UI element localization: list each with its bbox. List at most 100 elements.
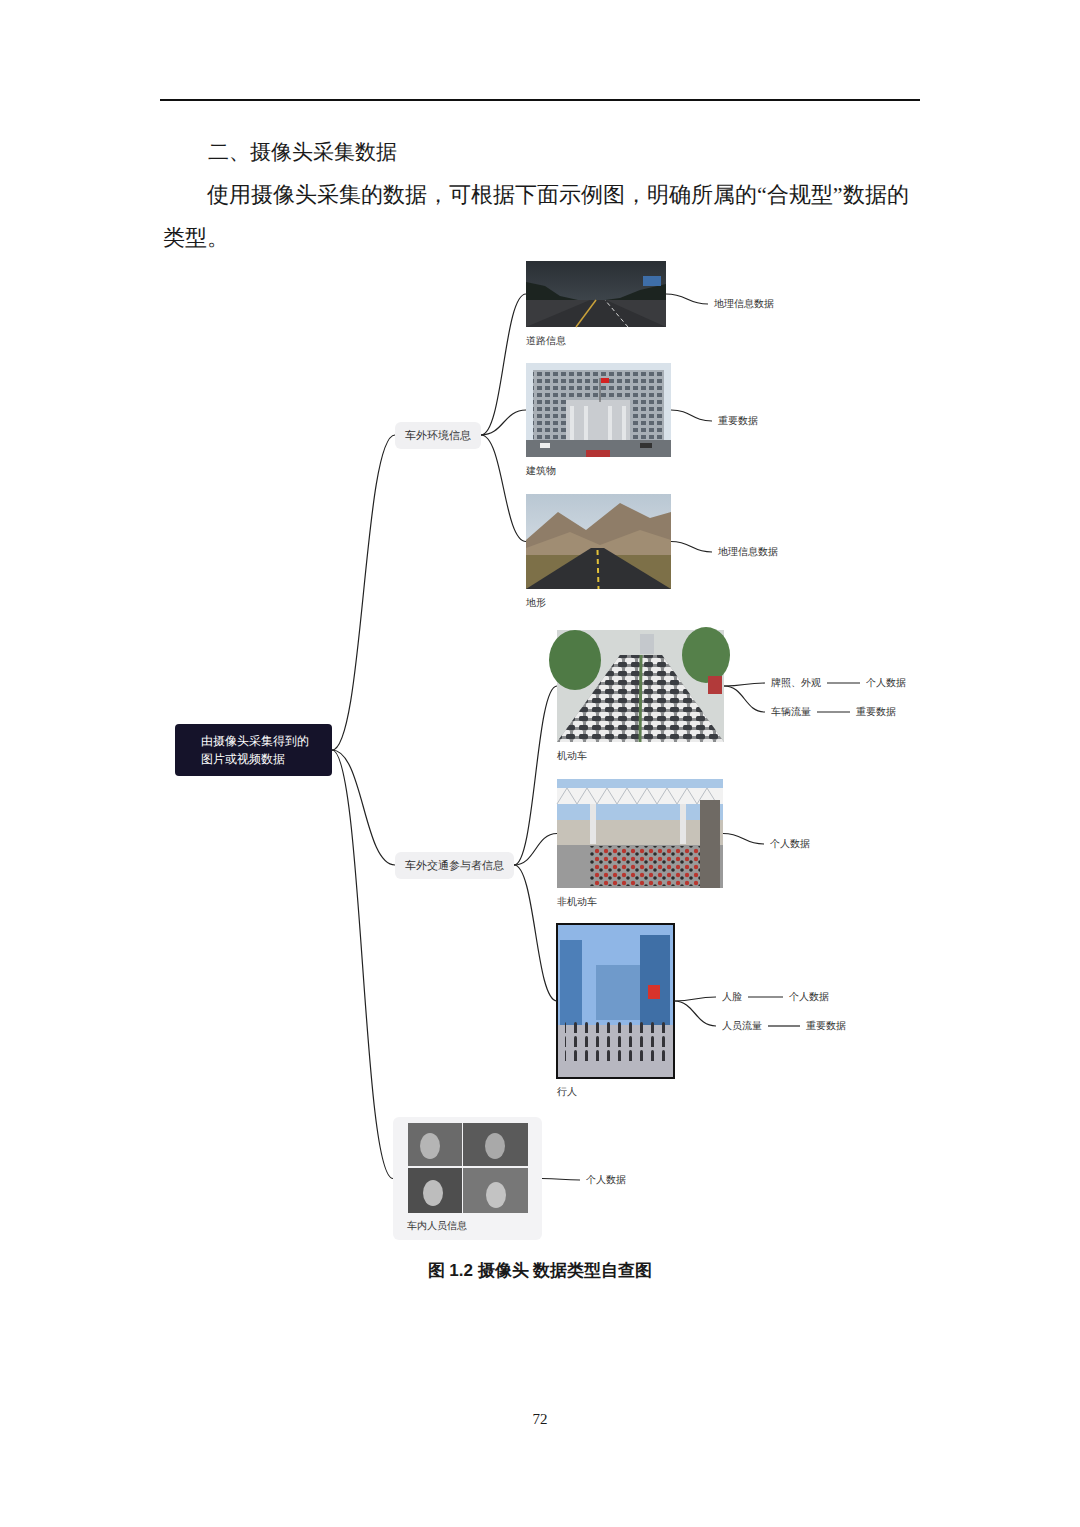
building-photo-part [600, 378, 601, 402]
cabin-panel-part [393, 1117, 542, 1240]
node-text: 个人数据 [586, 1173, 626, 1187]
terrain-photo-part [526, 548, 671, 589]
root-box: 由摄像头采集得到的 图片或视频数据 [175, 724, 332, 776]
branch-connector [724, 683, 765, 686]
branch-connector [332, 750, 393, 1179]
node-text: 车内人员信息 [407, 1219, 467, 1233]
bicycle-photo [557, 779, 723, 888]
building-photo-part [584, 406, 588, 440]
node-text: 地形 [526, 596, 546, 610]
cabin-panel-part [408, 1168, 462, 1213]
building-photo-part [608, 406, 612, 440]
node-text: 车外环境信息 [405, 428, 471, 443]
terrain-photo [526, 494, 671, 589]
branch-connector [514, 834, 557, 866]
cabin-panel-part [486, 1182, 506, 1208]
data-type-label: 人脸 [716, 988, 748, 1006]
building-photo-part [586, 450, 610, 457]
pedestrian-photo-part [565, 1020, 665, 1062]
terrain-photo-part [526, 494, 671, 589]
road-photo-part [526, 300, 666, 327]
bicycle-photo-part [557, 779, 723, 888]
node-text: 人员流量 [722, 1019, 762, 1033]
photo-node: 机动车 [557, 630, 724, 742]
node-text: 行人 [557, 1085, 577, 1099]
header-rule [160, 99, 920, 101]
node-text: 由摄像头采集得到的 图片或视频数据 [201, 732, 313, 768]
body-paragraph: 使用摄像头采集的数据，可根据下面示例图，明确所属的“合规型”数据的类型。 [163, 173, 925, 259]
bicycle-photo-part [680, 804, 686, 844]
branch-connector [674, 1001, 716, 1026]
node-text: 非机动车 [557, 895, 597, 909]
node-text: 个人数据 [789, 990, 829, 1004]
branch-connector [514, 686, 557, 865]
bicycle-photo-part [557, 788, 723, 804]
photo-node: 行人 [557, 924, 674, 1078]
node-text: 建筑物 [526, 464, 556, 478]
building-photo-part [640, 443, 652, 448]
data-type-label: 地理信息数据 [708, 295, 780, 313]
photo-node: 非机动车 [557, 779, 723, 888]
branch-connector [827, 682, 860, 683]
cabin-panel-part [420, 1133, 440, 1159]
traffic-photo-part [640, 655, 641, 742]
bicycle-photo-part [590, 804, 596, 844]
traffic-photo-part [640, 634, 654, 654]
figure-caption: 图 1.2 摄像头 数据类型自查图 [0, 1259, 1080, 1282]
branch-connector [481, 435, 526, 542]
data-type-label: 地理信息数据 [712, 543, 784, 561]
node-text: 地理信息数据 [718, 545, 778, 559]
cabin-panel-part [463, 1168, 528, 1213]
road-photo [526, 261, 666, 327]
cabin-panel-part [423, 1180, 443, 1206]
building-photo-part [622, 406, 626, 440]
road-photo-part [643, 276, 661, 286]
category-pill: 车外交通参与者信息 [395, 852, 514, 879]
bicycle-photo-part [557, 845, 723, 888]
branch-connector [817, 711, 850, 712]
traffic-photo [549, 627, 730, 742]
branch-connector [481, 410, 526, 435]
node-text: 重要数据 [806, 1019, 846, 1033]
pedestrian-photo [557, 924, 674, 1078]
branch-connector [723, 834, 764, 845]
road-photo-part [605, 300, 628, 327]
branch-connector [542, 1179, 580, 1181]
branch-connector [514, 865, 557, 1001]
data-type-label: 重要数据 [800, 1017, 852, 1035]
pedestrian-photo-part [648, 985, 660, 999]
terrain-photo-part [598, 550, 599, 589]
branch-connector [481, 294, 526, 435]
pedestrian-photo-part [640, 935, 670, 1025]
branch-connector [671, 542, 712, 553]
node-text: 重要数据 [718, 414, 758, 428]
node-text: 机动车 [557, 749, 587, 763]
road-photo-part [526, 261, 666, 327]
data-type-label: 牌照、外观 [765, 674, 827, 692]
branch-connector [748, 996, 783, 997]
traffic-photo-part [682, 627, 730, 683]
photo-node: 道路信息 [526, 261, 666, 327]
data-type-label: 车辆流量 [765, 703, 817, 721]
node-text: 个人数据 [770, 837, 810, 851]
cabin-panel-part [463, 1123, 528, 1166]
road-photo-part [576, 300, 596, 327]
node-text: 个人数据 [866, 676, 906, 690]
data-type-label: 人员流量 [716, 1017, 768, 1035]
branch-connector [671, 410, 712, 421]
building-photo-part [526, 440, 671, 457]
building-photo-part [570, 406, 574, 440]
node-text: 车辆流量 [771, 705, 811, 719]
pedestrian-photo-part [596, 965, 640, 1020]
photo-node: 地形 [526, 494, 671, 589]
data-type-label: 个人数据 [783, 988, 835, 1006]
branch-connector [666, 294, 708, 304]
node-text: 人脸 [722, 990, 742, 1004]
bicycle-photo-part [700, 800, 720, 888]
building-photo-part [540, 443, 550, 448]
building-photo-part [601, 378, 609, 383]
branch-connector [768, 1025, 800, 1026]
node-text: 牌照、外观 [771, 676, 821, 690]
